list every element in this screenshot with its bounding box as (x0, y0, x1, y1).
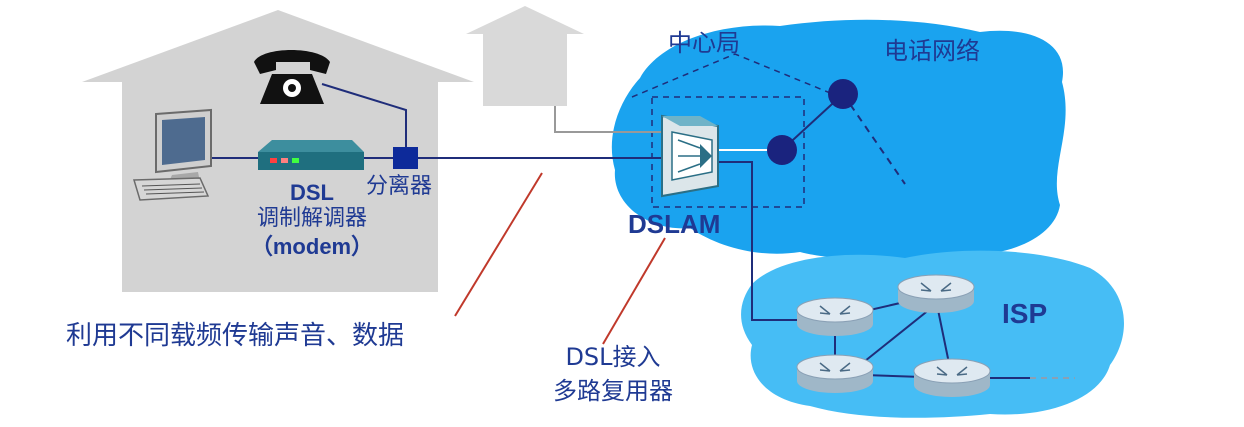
dslam-caption-line1: DSL接入 (565, 343, 661, 371)
dslam-icon (661, 114, 719, 198)
central-office-label: 中心局 (668, 29, 740, 57)
isp-label: ISP (1002, 298, 1048, 329)
modem-label-line1: 调制解调器 (256, 206, 367, 231)
frequency-pointer-line (454, 172, 543, 317)
splitter-label: 分离器 (366, 174, 433, 199)
router-icon (897, 274, 975, 313)
modem-label-line2: （modem） (250, 234, 374, 259)
dsl-label: DSL (290, 180, 334, 205)
router-icon (796, 354, 874, 393)
dslam-caption-line2: 多路复用器 (553, 377, 673, 405)
splitter-box (393, 147, 418, 169)
dslam-pointer-line (602, 237, 666, 345)
network-node-1 (767, 135, 797, 165)
central-office-outline (631, 53, 841, 208)
dslam-to-isp (718, 161, 800, 321)
phone-line-from-house (554, 106, 667, 133)
small-house (466, 6, 584, 106)
modem-device (258, 140, 364, 170)
telephone-network-label: 电话网络 (884, 37, 980, 65)
frequency-note: 利用不同载频传输声音、数据 (66, 321, 405, 351)
telephone-icon (254, 50, 330, 104)
dslam-label: DSLAM (628, 209, 721, 239)
computer-icon (133, 108, 212, 201)
phone-cable (321, 83, 407, 152)
telephone-network-cloud (611, 19, 1066, 260)
router-icon (913, 358, 991, 397)
router-icon (796, 297, 874, 336)
network-node-2 (828, 79, 858, 109)
network-dashed-link (842, 93, 906, 185)
